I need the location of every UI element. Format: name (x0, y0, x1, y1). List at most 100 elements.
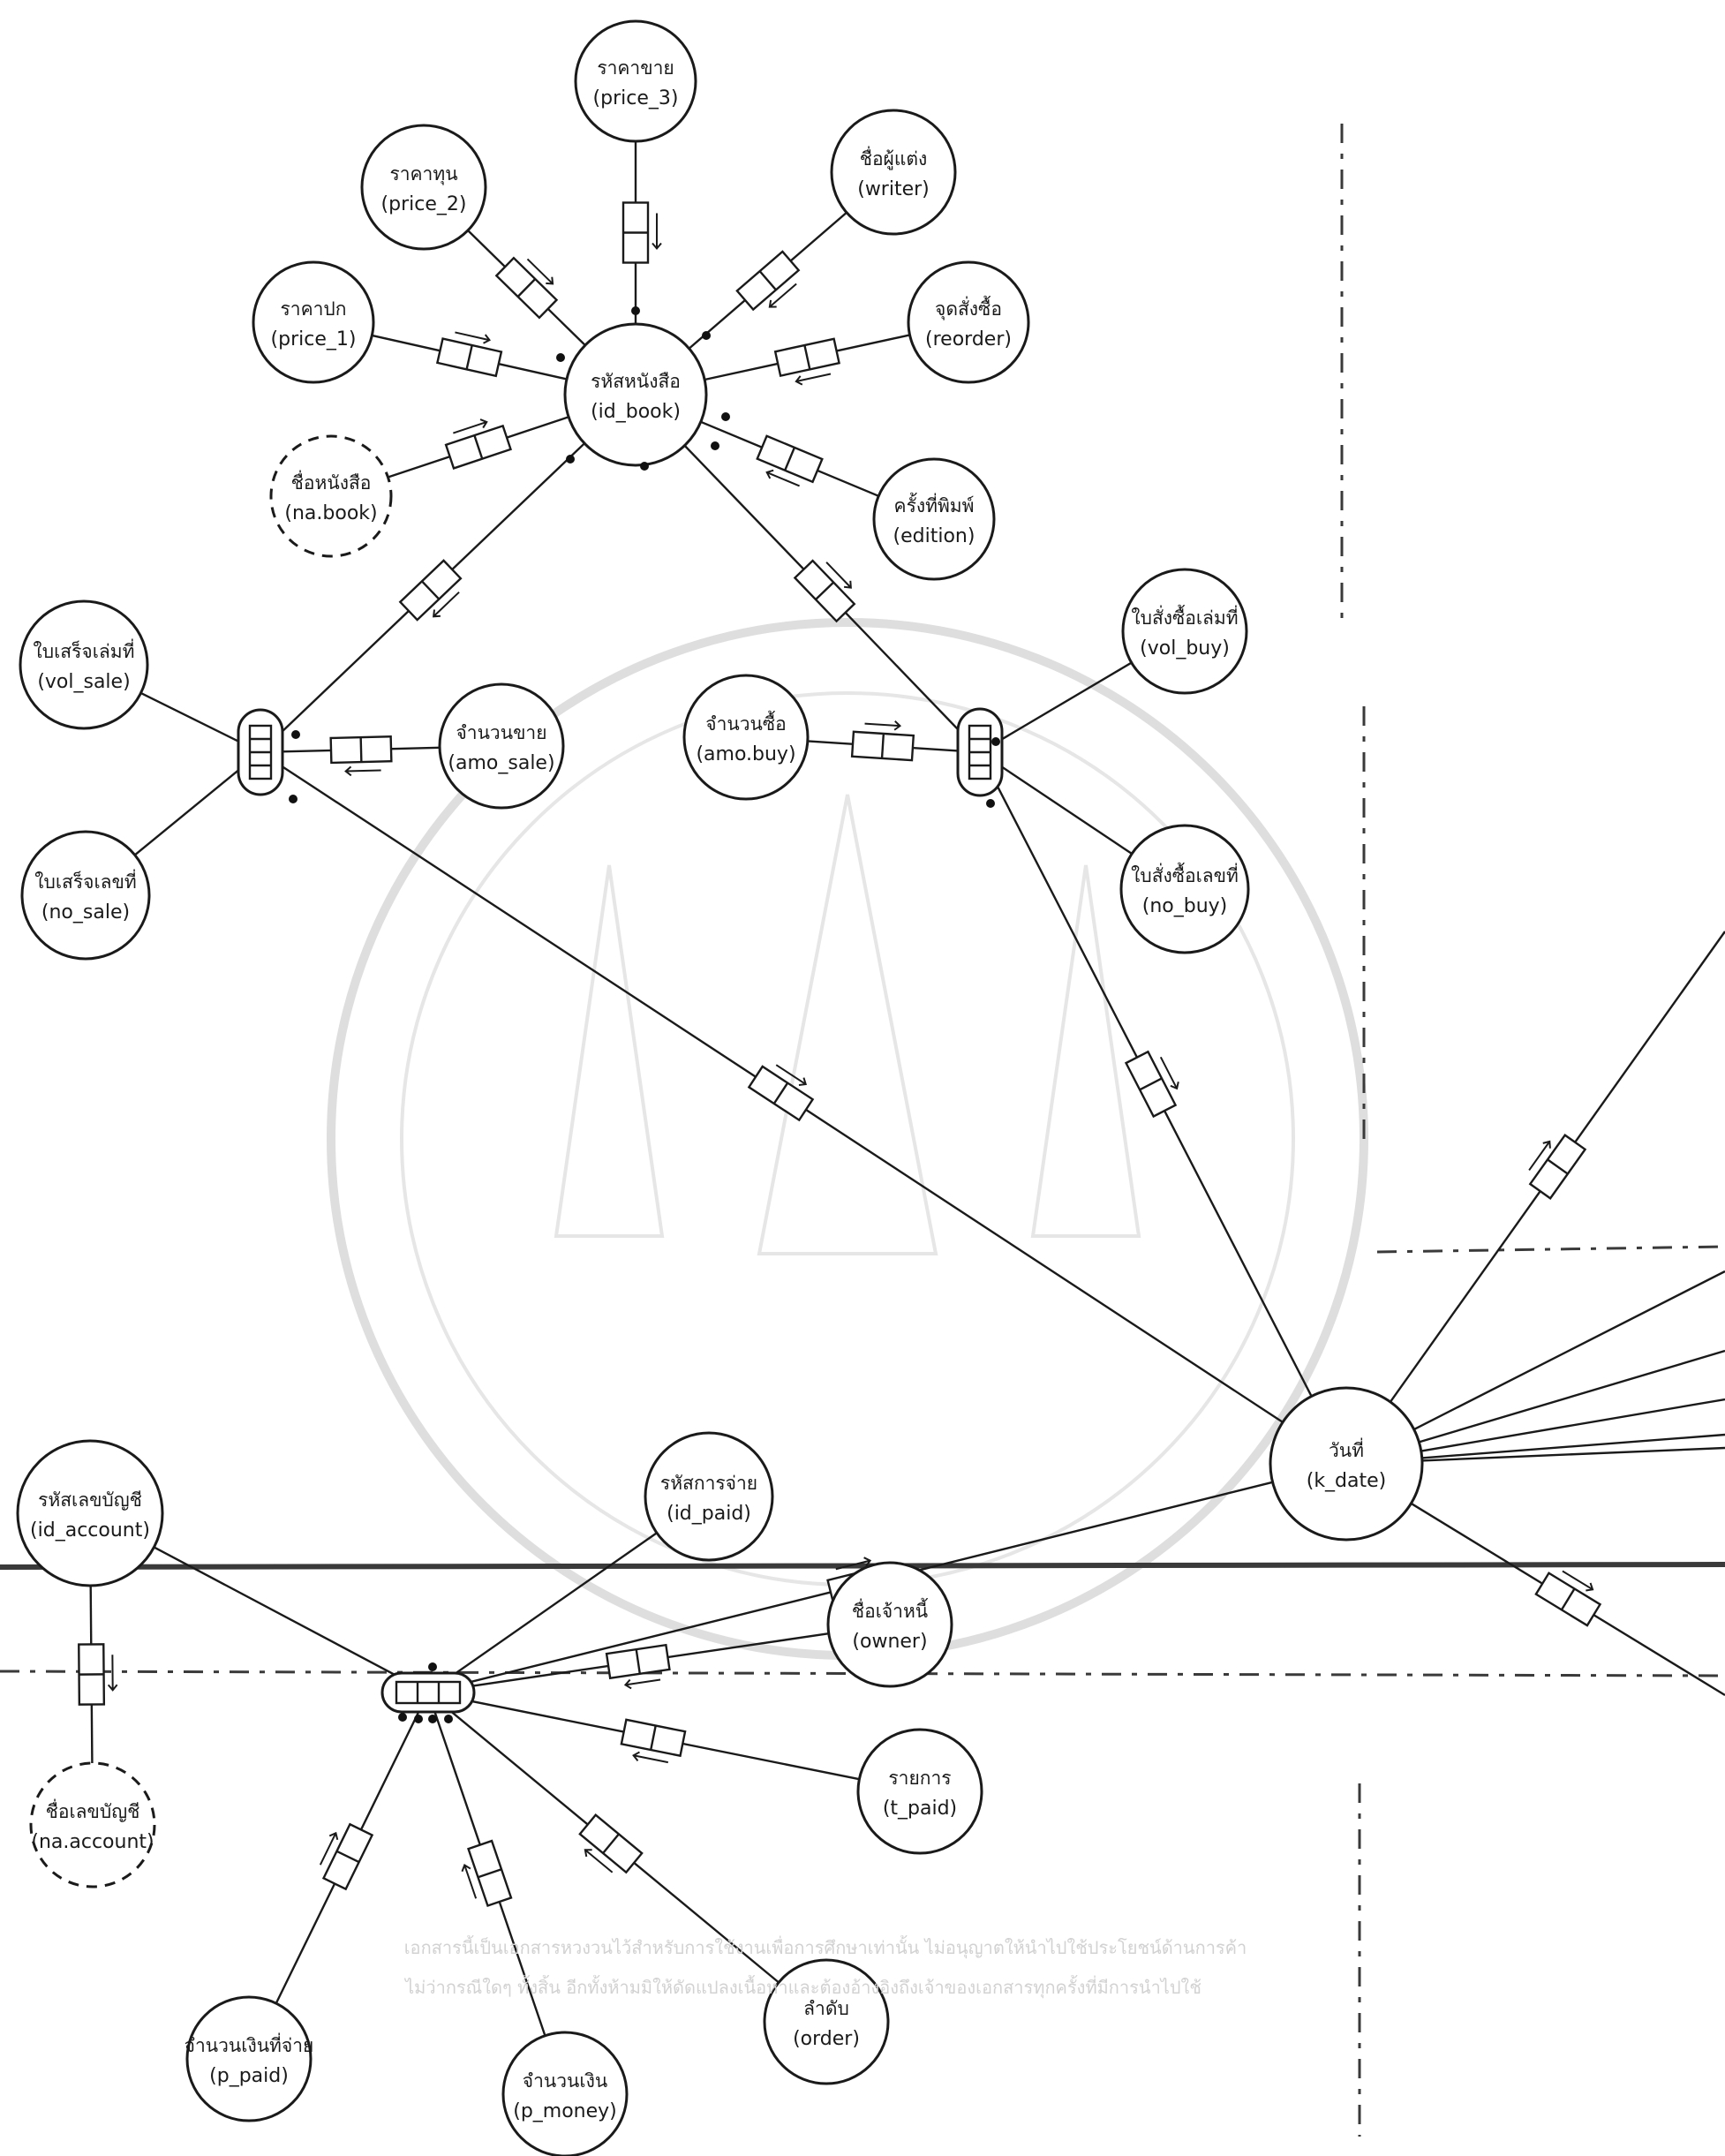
attribute-thai-name: รายการ (888, 1768, 951, 1789)
attribute-thai-name: วันที่ (1329, 1437, 1364, 1461)
relationship-hub-pay (380, 1662, 476, 1723)
relationship-line (1419, 1349, 1725, 1444)
direction-arrow-icon (623, 1678, 661, 1690)
node-p-money: จำนวนเงิน(p_money) (501, 2031, 629, 2156)
connector-dot (556, 353, 565, 362)
cardinality-box (773, 337, 840, 386)
node-id-book: รหัสหนังสือ(id_book) (563, 322, 708, 467)
attribute-field-name: (id_paid) (667, 1503, 751, 1525)
connector-dot (631, 306, 640, 315)
direction-arrow-icon (768, 283, 797, 308)
direction-arrow-icon (825, 562, 852, 589)
relationship-line (1413, 1270, 1725, 1431)
connector-dot (289, 795, 298, 803)
node-no-sale: ใบเสร็จเลขที่(no_sale) (20, 830, 151, 961)
node-no-buy: ใบสั่งซื้อเลขที่ (no_buy) (1119, 824, 1250, 954)
attribute-field-name: (vol_buy) (1140, 637, 1230, 660)
connector-dot (398, 1713, 407, 1722)
attribute-thai-name: ชื่อผู้แต่ง (860, 146, 928, 170)
scan-artifacts (0, 124, 1725, 2137)
node-p-paid: จำนวนเงินที่จ่าย(p_paid) (185, 1995, 314, 2122)
watermark-notice: เอกสารนี้เป็นเอกสารหวงวนไว้สำหรับการใช้ง… (403, 1935, 1247, 1999)
connector-dot (414, 1715, 423, 1723)
attribute-field-name: (vol_sale) (37, 671, 130, 693)
node-writer: ชื่อผู้แต่ง (writer) (830, 109, 957, 236)
relationship-line (133, 765, 245, 856)
attribute-thai-name: ราคาปก (281, 298, 347, 320)
attribute-thai-name: จำนวนเงินที่จ่าย (185, 2032, 314, 2056)
node-amo-buy: จำนวนซื้อ (amo.buy) (682, 674, 810, 801)
relationship-hubs (237, 707, 1004, 1723)
attribute-field-name: (na.book) (284, 502, 377, 524)
cardinality-box (1528, 1133, 1587, 1200)
attribute-field-name: (amo.buy) (696, 743, 795, 765)
attribute-thai-name: รหัสหนังสือ (591, 371, 681, 392)
relationship-line (153, 1546, 412, 1685)
attribute-circle (19, 599, 149, 730)
cardinality-box (850, 720, 915, 762)
attribute-field-name: (price_2) (381, 193, 467, 215)
attribute-circle (501, 2031, 629, 2156)
attribute-circle (16, 1439, 164, 1587)
attribute-circle (644, 1431, 774, 1562)
attribute-field-name: (id_account) (30, 1519, 150, 1542)
node-order: ลำดับ(order) (763, 1958, 890, 2085)
attribute-thai-name: จำนวนซื้อ (705, 711, 786, 735)
cardinality-box (621, 201, 662, 264)
node-na-account: ชื่อเลขบัญชี(na.account) (29, 1761, 156, 1888)
cardinality-box (747, 1064, 815, 1122)
attribute-field-name: (price_1) (271, 328, 357, 351)
cardinality-box (1534, 1570, 1602, 1627)
attribute-thai-name: ชื่อหนังสือ (291, 470, 372, 494)
attribute-field-name: (p_money) (513, 2100, 617, 2122)
node-k-date: วันที่(k_date) (1269, 1386, 1424, 1542)
attribute-field-name: (writer) (857, 178, 930, 200)
attribute-circle (1121, 568, 1248, 695)
connector-dot (721, 412, 730, 421)
attribute-circle (563, 322, 708, 467)
cardinality-box (435, 331, 503, 378)
direction-arrow-icon (526, 258, 554, 285)
attribute-field-name: (reorder) (925, 328, 1012, 351)
cardinality-boxes (78, 201, 1602, 1908)
cardinality-box (461, 1839, 513, 1908)
direction-arrow-icon (652, 213, 662, 251)
attribute-circle (763, 1958, 890, 2085)
attribute-circle (1119, 824, 1250, 954)
cardinality-box (329, 735, 393, 777)
direction-arrow-icon (344, 765, 381, 777)
node-owner: ชื่อเจ้าหนี้(owner) (826, 1561, 953, 1688)
attribute-thai-name: ใบสั่งซื้อเลขที่ (1131, 863, 1239, 886)
attribute-thai-name: จุดสั่งซื้อ (935, 296, 1002, 320)
watermark-line-1: เอกสารนี้เป็นเอกสารหวงวนไว้สำหรับการใช้ง… (404, 1935, 1247, 1959)
attribute-circle (872, 457, 996, 581)
relationship-hub-sale (237, 708, 300, 803)
cardinality-box (78, 1643, 118, 1706)
cardinality-box (793, 559, 856, 623)
attribute-thai-name: รหัสเลขบัญชี (38, 1489, 142, 1511)
relationship-hub-buy (956, 707, 1004, 808)
connector-dot (566, 455, 575, 464)
direction-arrow-icon (1528, 1140, 1551, 1172)
connector-dot (702, 331, 711, 340)
attribute-thai-name: ครั้งที่พิมพ์ (894, 493, 975, 516)
attribute-circle (360, 124, 487, 251)
attribute-field-name: (owner) (852, 1631, 927, 1653)
node-t-paid: รายการ (t_paid) (856, 1728, 983, 1855)
node-vol-buy: ใบสั่งซื้อเล่มที่(vol_buy) (1121, 568, 1248, 695)
cardinality-box (398, 559, 463, 622)
direction-arrow-icon (455, 331, 491, 344)
attribute-field-name: (t_paid) (883, 1798, 957, 1820)
relationship-line (998, 763, 1133, 855)
cardinality-box (444, 418, 513, 470)
cardinality-box (494, 256, 559, 320)
direction-arrow-icon (864, 720, 902, 731)
node-na-book: ชื่อหนังสือ (na.book) (269, 434, 393, 558)
direction-arrow-icon (765, 469, 800, 487)
connector-dot (291, 730, 300, 739)
node-id-paid: รหัสการจ่าย(id_paid) (644, 1431, 774, 1562)
connector-dot (428, 1715, 437, 1723)
attribute-field-name: (amo_sale) (448, 752, 554, 774)
attribute-field-name: (no_buy) (1142, 895, 1228, 917)
